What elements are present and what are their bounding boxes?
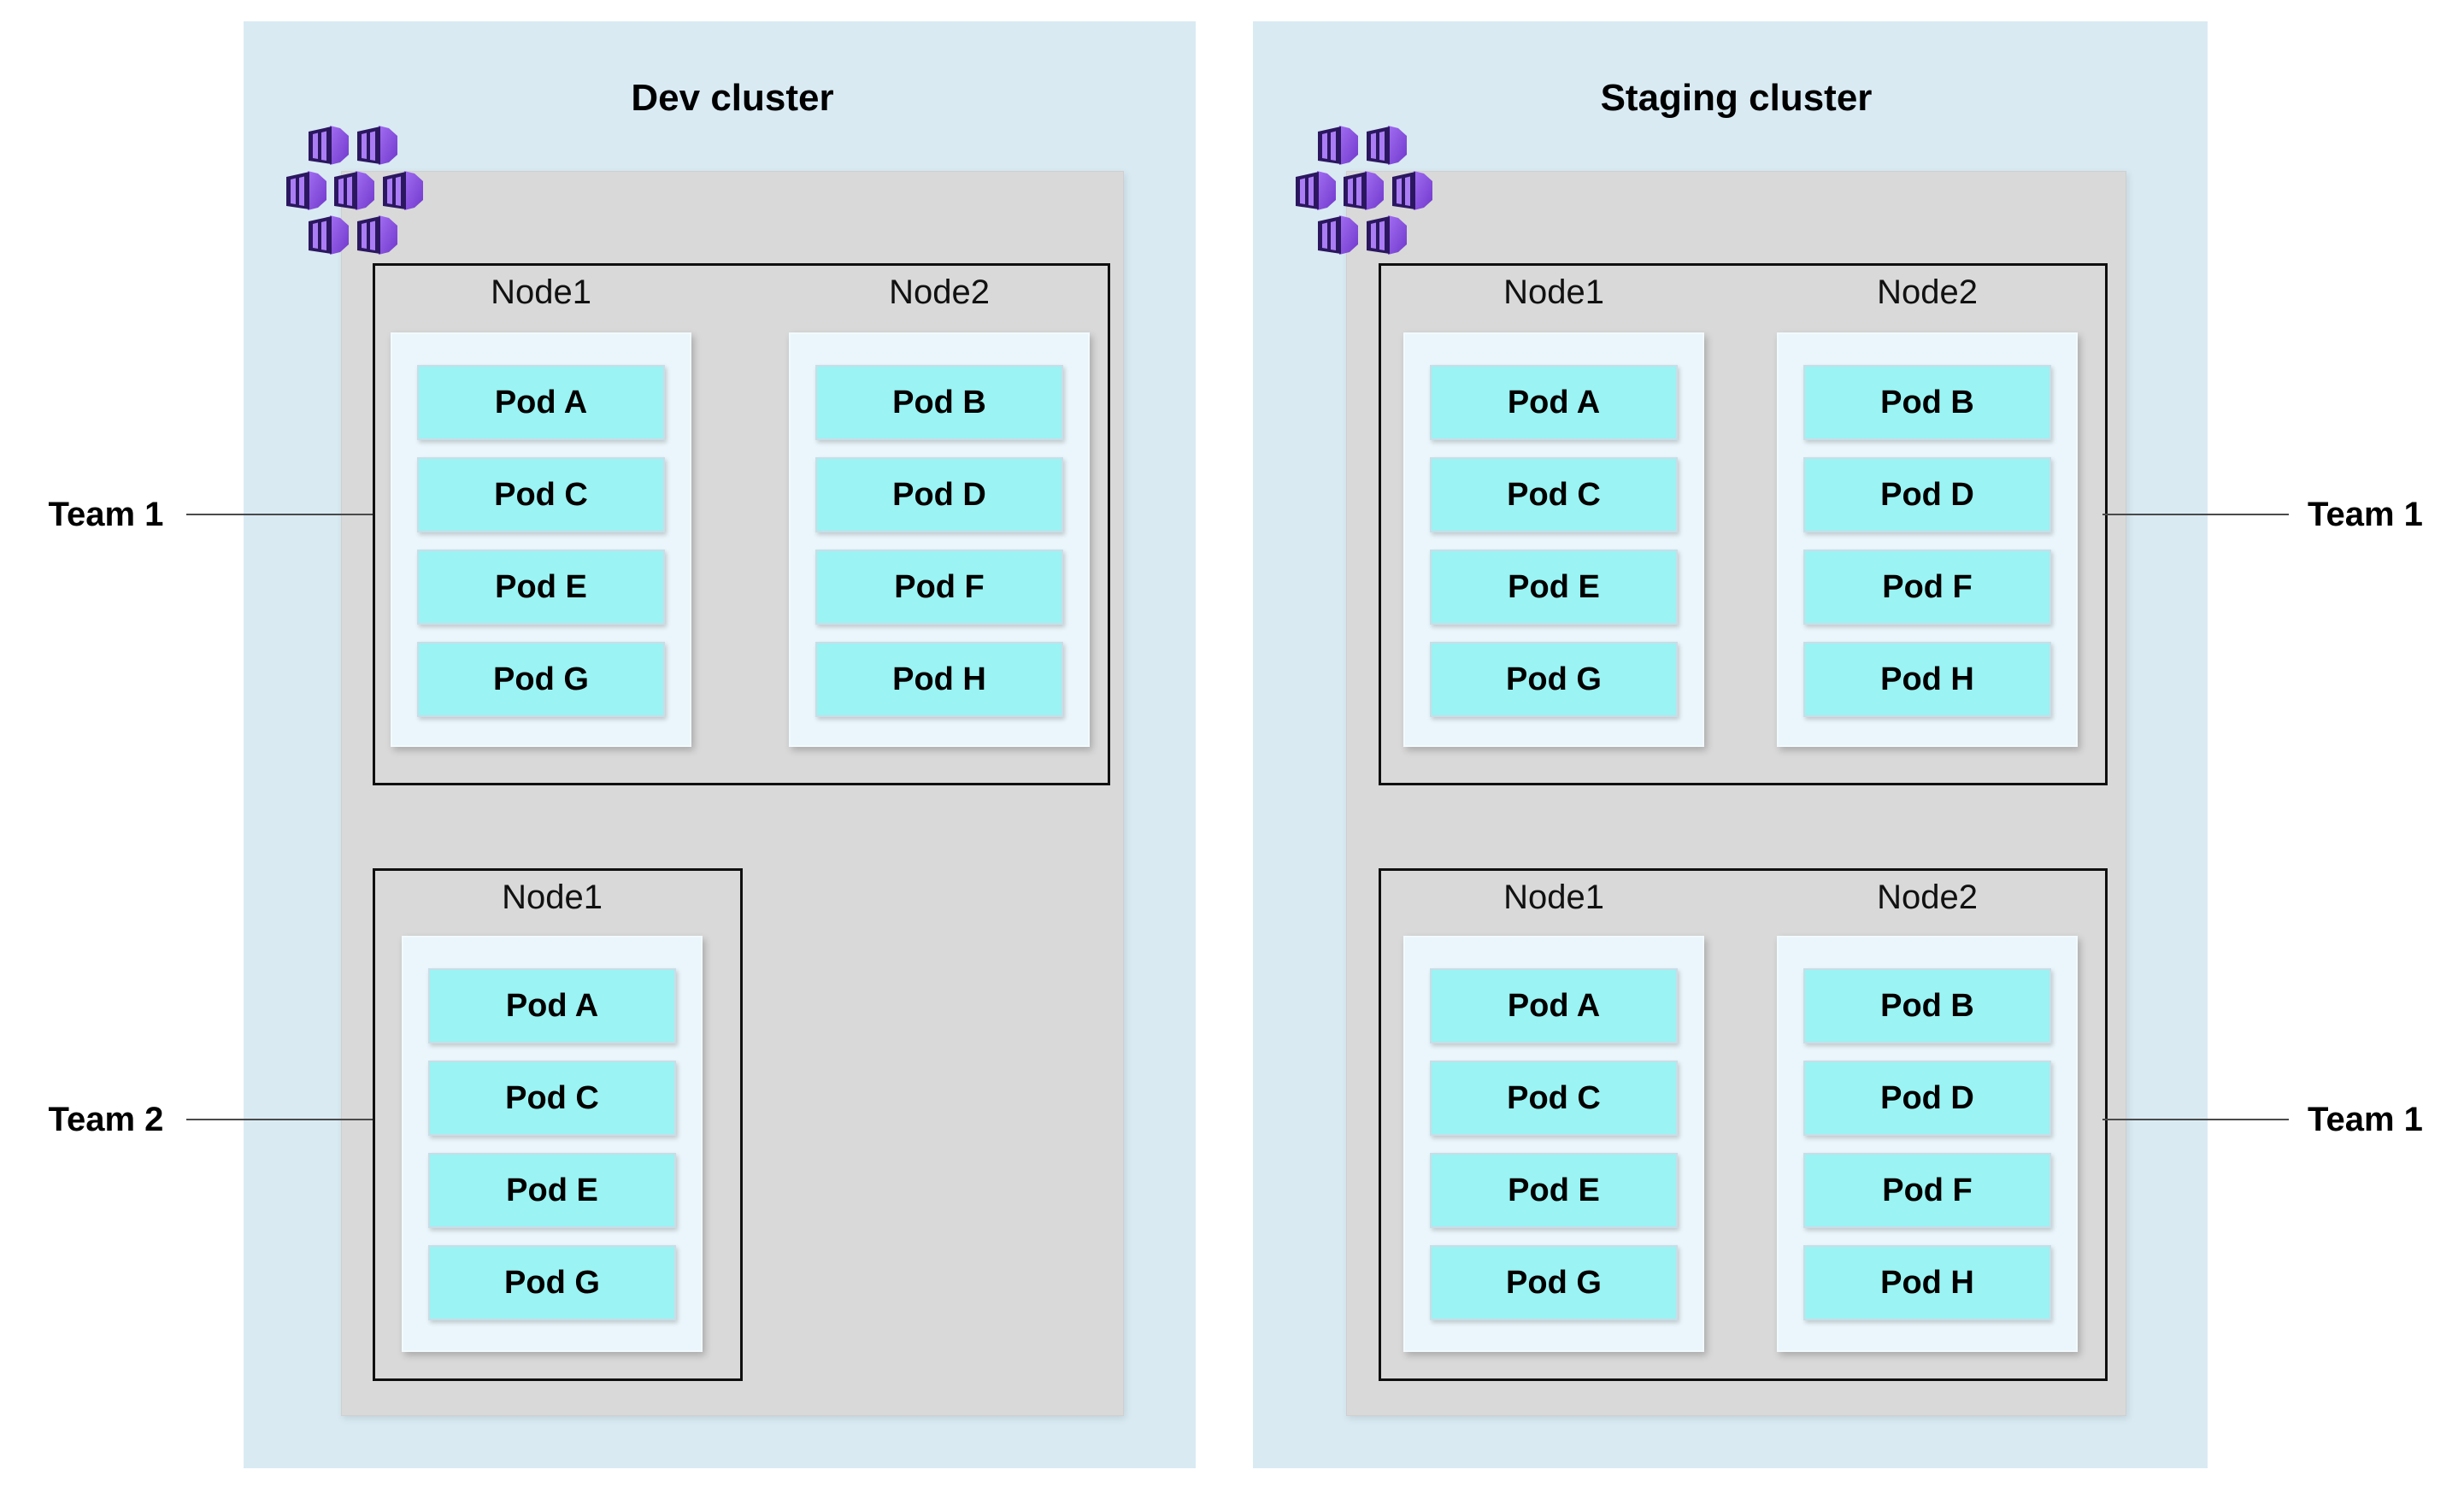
node-name: Node2 xyxy=(889,273,990,311)
pod: Pod C xyxy=(1430,1061,1678,1136)
pod: Pod E xyxy=(1430,550,1678,625)
team-connector-line xyxy=(2102,514,2289,515)
node-name: Node1 xyxy=(1503,273,1604,311)
cluster-title: Dev cluster xyxy=(631,77,834,119)
team-connector-line xyxy=(186,1119,373,1120)
pod: Pod C xyxy=(417,457,665,532)
pod: Pod B xyxy=(815,365,1063,440)
team-label: Team 1 xyxy=(2308,496,2423,533)
node-group-team2: Node1 Pod A Pod C Pod E Pod G xyxy=(373,868,743,1381)
pod: Pod H xyxy=(1803,642,2051,717)
pod: Pod G xyxy=(428,1245,676,1320)
pod: Pod C xyxy=(1430,457,1678,532)
team-label: Team 2 xyxy=(48,1101,164,1138)
node-group-team1-bottom: Node1 Node2 Pod A Pod C Pod E Pod G Pod … xyxy=(1379,868,2108,1381)
node-panel: Pod B Pod D Pod F Pod H xyxy=(789,332,1090,747)
pod: Pod B xyxy=(1803,365,2051,440)
containers-cluster-icon xyxy=(1296,126,1432,255)
pod: Pod G xyxy=(417,642,665,717)
pod: Pod A xyxy=(417,365,665,440)
node-panel: Pod A Pod C Pod E Pod G xyxy=(1403,936,1704,1352)
cluster-staging: Staging cluster Node1 Node2 Pod A Pod C … xyxy=(1253,21,2208,1468)
pod: Pod A xyxy=(1430,968,1678,1043)
pod: Pod H xyxy=(815,642,1063,717)
team-connector-line xyxy=(2102,1119,2289,1120)
node-name: Node1 xyxy=(1503,879,1604,916)
node-panel: Pod B Pod D Pod F Pod H xyxy=(1777,332,2078,747)
pod: Pod H xyxy=(1803,1245,2051,1320)
node-group-team1: Node1 Node2 Pod A Pod C Pod E Pod G Pod … xyxy=(373,263,1110,785)
pod: Pod B xyxy=(1803,968,2051,1043)
node-panel: Pod B Pod D Pod F Pod H xyxy=(1777,936,2078,1352)
pod: Pod E xyxy=(428,1153,676,1228)
node-panel: Pod A Pod C Pod E Pod G xyxy=(391,332,691,747)
pod: Pod E xyxy=(417,550,665,625)
team-label: Team 1 xyxy=(48,496,164,533)
team-label: Team 1 xyxy=(2308,1101,2423,1138)
node-panel: Pod A Pod C Pod E Pod G xyxy=(1403,332,1704,747)
cluster-title: Staging cluster xyxy=(1600,77,1873,119)
pod: Pod E xyxy=(1430,1153,1678,1228)
pod: Pod F xyxy=(1803,550,2051,625)
pod: Pod F xyxy=(815,550,1063,625)
pod: Pod A xyxy=(1430,365,1678,440)
pod: Pod A xyxy=(428,968,676,1043)
pod: Pod F xyxy=(1803,1153,2051,1228)
node-name: Node1 xyxy=(502,879,603,916)
node-name: Node2 xyxy=(1877,273,1978,311)
containers-cluster-icon xyxy=(286,126,423,255)
node-name: Node1 xyxy=(491,273,591,311)
pod: Pod D xyxy=(815,457,1063,532)
pod: Pod G xyxy=(1430,1245,1678,1320)
team-connector-line xyxy=(186,514,373,515)
node-name: Node2 xyxy=(1877,879,1978,916)
pod: Pod G xyxy=(1430,642,1678,717)
node-panel: Pod A Pod C Pod E Pod G xyxy=(402,936,703,1352)
cluster-dev: Dev cluster Node1 Node2 Pod A Pod C Pod … xyxy=(244,21,1196,1468)
node-group-team1-top: Node1 Node2 Pod A Pod C Pod E Pod G Pod … xyxy=(1379,263,2108,785)
pod: Pod C xyxy=(428,1061,676,1136)
pod: Pod D xyxy=(1803,1061,2051,1136)
pod: Pod D xyxy=(1803,457,2051,532)
